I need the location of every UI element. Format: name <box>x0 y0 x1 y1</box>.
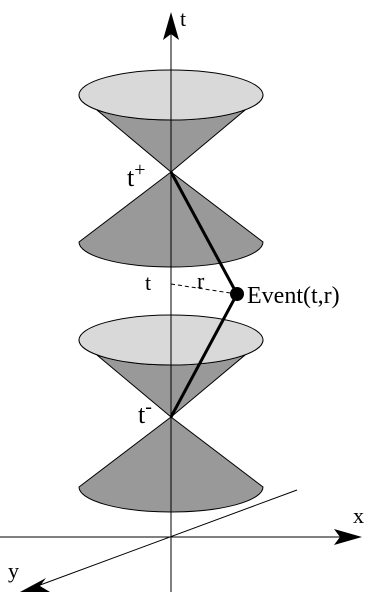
event-point <box>230 287 244 301</box>
t-axis-label: t <box>180 6 186 31</box>
t-minus-label: t- <box>138 396 152 429</box>
x-axis-label: x <box>353 503 364 528</box>
t-plus-superscript: + <box>134 159 145 181</box>
worldline-from-t-plus <box>169 171 239 295</box>
t-axis-arrowhead <box>163 12 179 40</box>
y-axis-line <box>31 489 298 589</box>
x-axis-arrowhead <box>334 529 362 545</box>
t-projection-label: t <box>145 270 151 295</box>
t-minus-base: t <box>138 400 146 429</box>
y-axis-label: y <box>8 558 19 583</box>
t-minus-superscript: - <box>145 396 152 418</box>
t-plus-base: t <box>127 163 135 192</box>
t-plus-label: t+ <box>127 159 146 192</box>
event-label: Event(t,r) <box>247 283 340 309</box>
y-axis-arrowhead <box>20 578 50 592</box>
worldline-from-t-minus <box>169 293 239 418</box>
r-label: r <box>197 268 205 293</box>
